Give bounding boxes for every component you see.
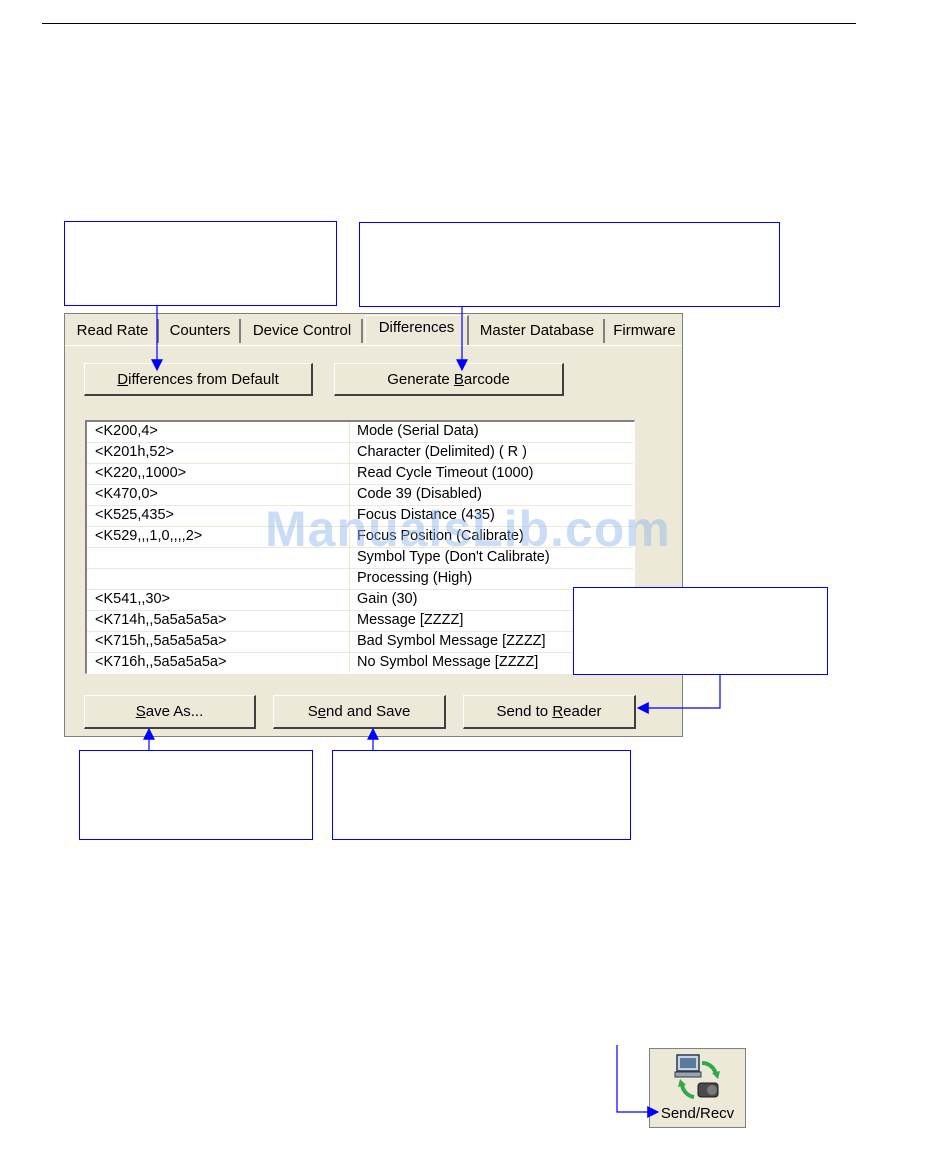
page-top-rule (42, 23, 856, 24)
list-item[interactable]: <K715h,,5a5a5a5a> Bad Symbol Message [ZZZ… (87, 632, 633, 653)
callout-send-and-save (332, 750, 631, 840)
tab-differences[interactable]: Differences (365, 315, 469, 345)
command-cell: <K525,435> (95, 507, 175, 523)
send-recv-label: Send/Recv (660, 1105, 735, 1122)
command-cell: <K470,0> (95, 486, 158, 502)
list-item[interactable]: <K716h,,5a5a5a5a> No Symbol Message [ZZZZ… (87, 653, 633, 673)
description-cell: Message [ZZZZ] (357, 612, 464, 628)
list-item[interactable]: <K529,,,1,0,,,,2> Focus Position (Calibra… (87, 527, 633, 548)
generate-barcode-label: Generate Barcode (387, 370, 510, 388)
description-cell: Character (Delimited) ( R ) (357, 444, 527, 460)
command-cell: <K529,,,1,0,,,,2> (95, 528, 203, 544)
list-item[interactable]: <K200,4> Mode (Serial Data) (87, 422, 633, 443)
save-as-button[interactable]: Save As... (84, 695, 256, 729)
callout-save-as (79, 750, 313, 840)
generate-barcode-button[interactable]: Generate Barcode (334, 363, 564, 396)
list-item[interactable]: Symbol Type (Don't Calibrate) (87, 548, 633, 569)
description-cell: No Symbol Message [ZZZZ] (357, 654, 539, 670)
command-cell: <K716h,,5a5a5a5a> (95, 654, 227, 670)
description-cell: Processing (High) (357, 570, 473, 586)
command-cell: <K200,4> (95, 423, 158, 439)
send-and-save-label: Send and Save (307, 703, 411, 720)
description-cell: Focus Distance (435) (357, 507, 495, 523)
tab-master-database[interactable]: Master Database (471, 319, 605, 343)
tab-counters[interactable]: Counters (161, 319, 241, 343)
description-cell: Focus Position (Calibrate) (357, 528, 524, 544)
command-cell: <K220,,1000> (95, 465, 187, 481)
command-cell: <K541,,30> (95, 591, 170, 607)
send-recv-icon (674, 1054, 720, 1099)
tab-read-rate[interactable]: Read Rate (68, 319, 159, 343)
callout-differences-from-default (64, 221, 337, 306)
tab-bar: Read Rate Counters Device Control Differ… (65, 314, 682, 346)
description-cell: Symbol Type (Don't Calibrate) (357, 549, 550, 565)
send-recv-button[interactable]: Send/Recv (649, 1048, 746, 1128)
send-and-save-button[interactable]: Send and Save (273, 695, 446, 729)
description-cell: Read Cycle Timeout (1000) (357, 465, 534, 481)
callout-send-to-reader (573, 587, 828, 675)
differences-from-default-label: Differences from Default (117, 370, 279, 388)
save-as-label: Save As... (135, 703, 204, 720)
description-cell: Code 39 (Disabled) (357, 486, 482, 502)
list-item[interactable]: <K541,,30> Gain (30) (87, 590, 633, 611)
list-item[interactable]: Processing (High) (87, 569, 633, 590)
differences-list[interactable]: <K200,4> Mode (Serial Data) <K201h,52> Cha… (85, 420, 635, 674)
command-cell: <K715h,,5a5a5a5a> (95, 633, 227, 649)
send-to-reader-button[interactable]: Send to Reader (463, 695, 636, 729)
list-item[interactable]: <K201h,52> Character (Delimited) ( R ) (87, 443, 633, 464)
description-cell: Mode (Serial Data) (357, 423, 479, 439)
differences-from-default-button[interactable]: Differences from Default (84, 363, 313, 396)
differences-dialog: Read Rate Counters Device Control Differ… (64, 313, 683, 737)
list-item[interactable]: <K470,0> Code 39 (Disabled) (87, 485, 633, 506)
list-item[interactable]: <K220,,1000> Read Cycle Timeout (1000) (87, 464, 633, 485)
description-cell: Gain (30) (357, 591, 418, 607)
tab-divider (65, 345, 682, 346)
tab-device-control[interactable]: Device Control (243, 319, 363, 343)
list-item[interactable]: <K714h,,5a5a5a5a> Message [ZZZZ] (87, 611, 633, 632)
tab-firmware[interactable]: Firmware (607, 319, 682, 343)
list-item[interactable]: <K525,435> Focus Distance (435) (87, 506, 633, 527)
description-cell: Bad Symbol Message [ZZZZ] (357, 633, 546, 649)
command-cell: <K714h,,5a5a5a5a> (95, 612, 227, 628)
callout-generate-barcode (359, 222, 780, 307)
send-to-reader-label: Send to Reader (496, 703, 602, 720)
command-cell: <K201h,52> (95, 444, 175, 460)
